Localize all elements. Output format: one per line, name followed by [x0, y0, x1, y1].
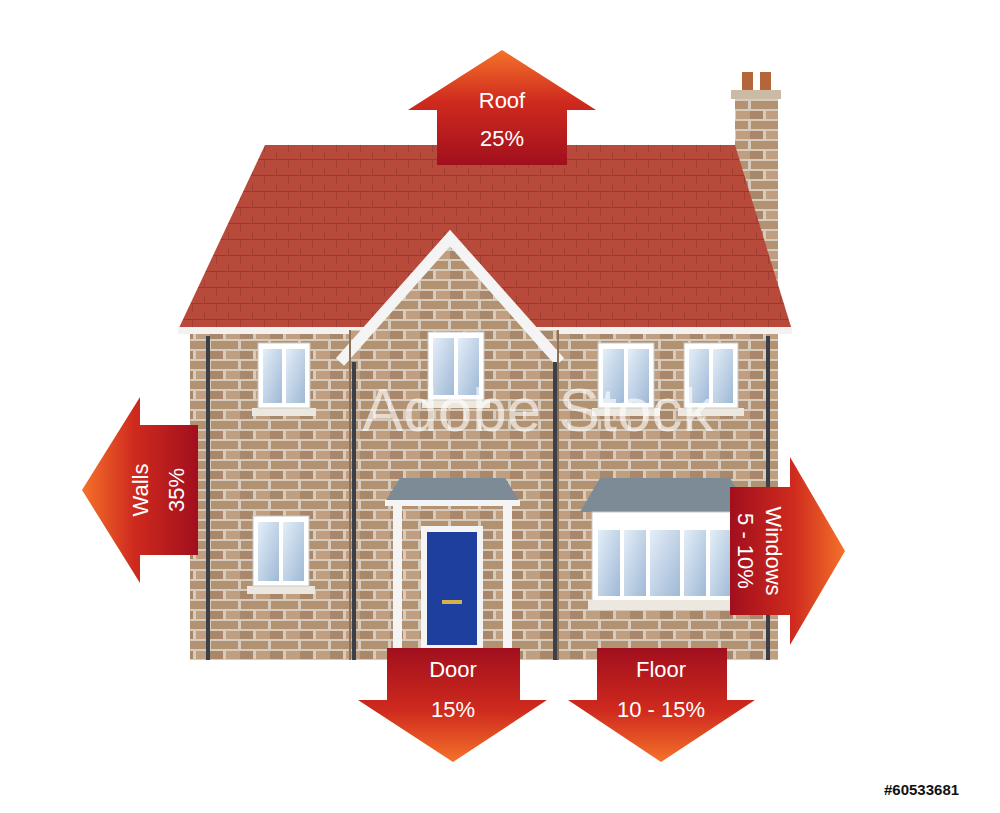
arrow-label-group: Door15%	[387, 650, 520, 730]
heat-loss-arrow: Door15%	[358, 648, 547, 762]
windows-part	[286, 349, 305, 403]
bay-window-part	[624, 530, 646, 596]
heat-loss-percent: 15%	[431, 690, 475, 730]
windows-part	[252, 408, 316, 416]
arrow-outline	[730, 457, 845, 645]
heat-loss-percent: 25%	[480, 120, 524, 158]
bay-window-part	[710, 530, 732, 596]
part-name: Roof	[479, 82, 525, 120]
arrow-label-group: Windows5 - 10%	[731, 488, 787, 614]
windows-part	[258, 522, 279, 581]
downpipes-part	[352, 362, 356, 660]
heat-loss-arrow: Roof25%	[408, 50, 596, 165]
arrow-outline	[82, 397, 198, 583]
porch-and-door-part	[385, 478, 520, 502]
porch-and-door	[385, 478, 520, 648]
bay-window-part	[598, 530, 620, 596]
bay-window-part	[580, 478, 750, 512]
watermark: Adobe Stock	[362, 374, 714, 445]
arrow-label-group: Roof25%	[437, 82, 567, 158]
windows-part	[253, 516, 309, 586]
arrow-outline	[408, 50, 596, 165]
arrow-outline	[568, 648, 755, 762]
house-walls	[190, 328, 778, 660]
heat-loss-percent: 10 - 15%	[617, 690, 705, 730]
heat-loss-percent: 5 - 10%	[731, 513, 759, 589]
porch-and-door-part	[393, 506, 402, 648]
porch-and-door-part	[503, 506, 512, 648]
arrow-label-group: Walls35%	[123, 427, 195, 553]
part-name: Windows	[759, 506, 787, 595]
part-name: Walls	[123, 464, 159, 517]
arrow-label-group: Floor10 - 15%	[596, 650, 726, 730]
bay-window-part	[650, 530, 680, 596]
house-walls-part	[190, 328, 778, 660]
bay-window-part	[592, 512, 738, 602]
windows-part	[258, 343, 310, 408]
heat-loss-arrow: Floor10 - 15%	[568, 648, 755, 762]
bay-window-part	[684, 530, 706, 596]
central-gable	[340, 235, 560, 660]
part-name: Door	[429, 650, 477, 690]
bay-window-part	[588, 600, 742, 610]
downpipes-part	[206, 336, 210, 660]
heat-loss-percent: 35%	[159, 468, 195, 512]
part-name: Floor	[636, 650, 686, 690]
windows-part	[713, 349, 733, 403]
heat-loss-arrow: Walls35%	[82, 397, 198, 583]
windows-part	[283, 522, 304, 581]
bay-window	[580, 478, 750, 610]
stock-number: #60533681	[884, 781, 959, 798]
central-gable-part	[349, 330, 351, 660]
windows-part	[247, 586, 315, 594]
chimney-part	[731, 90, 781, 99]
downpipes	[208, 336, 768, 660]
porch-and-door-part	[427, 532, 477, 645]
porch-and-door-part	[385, 500, 520, 506]
arrow-outline	[358, 648, 547, 762]
windows-part	[263, 349, 282, 403]
porch-and-door-part	[421, 526, 483, 648]
heat-loss-arrow: Windows5 - 10%	[730, 457, 845, 645]
porch-and-door-part	[442, 600, 462, 604]
